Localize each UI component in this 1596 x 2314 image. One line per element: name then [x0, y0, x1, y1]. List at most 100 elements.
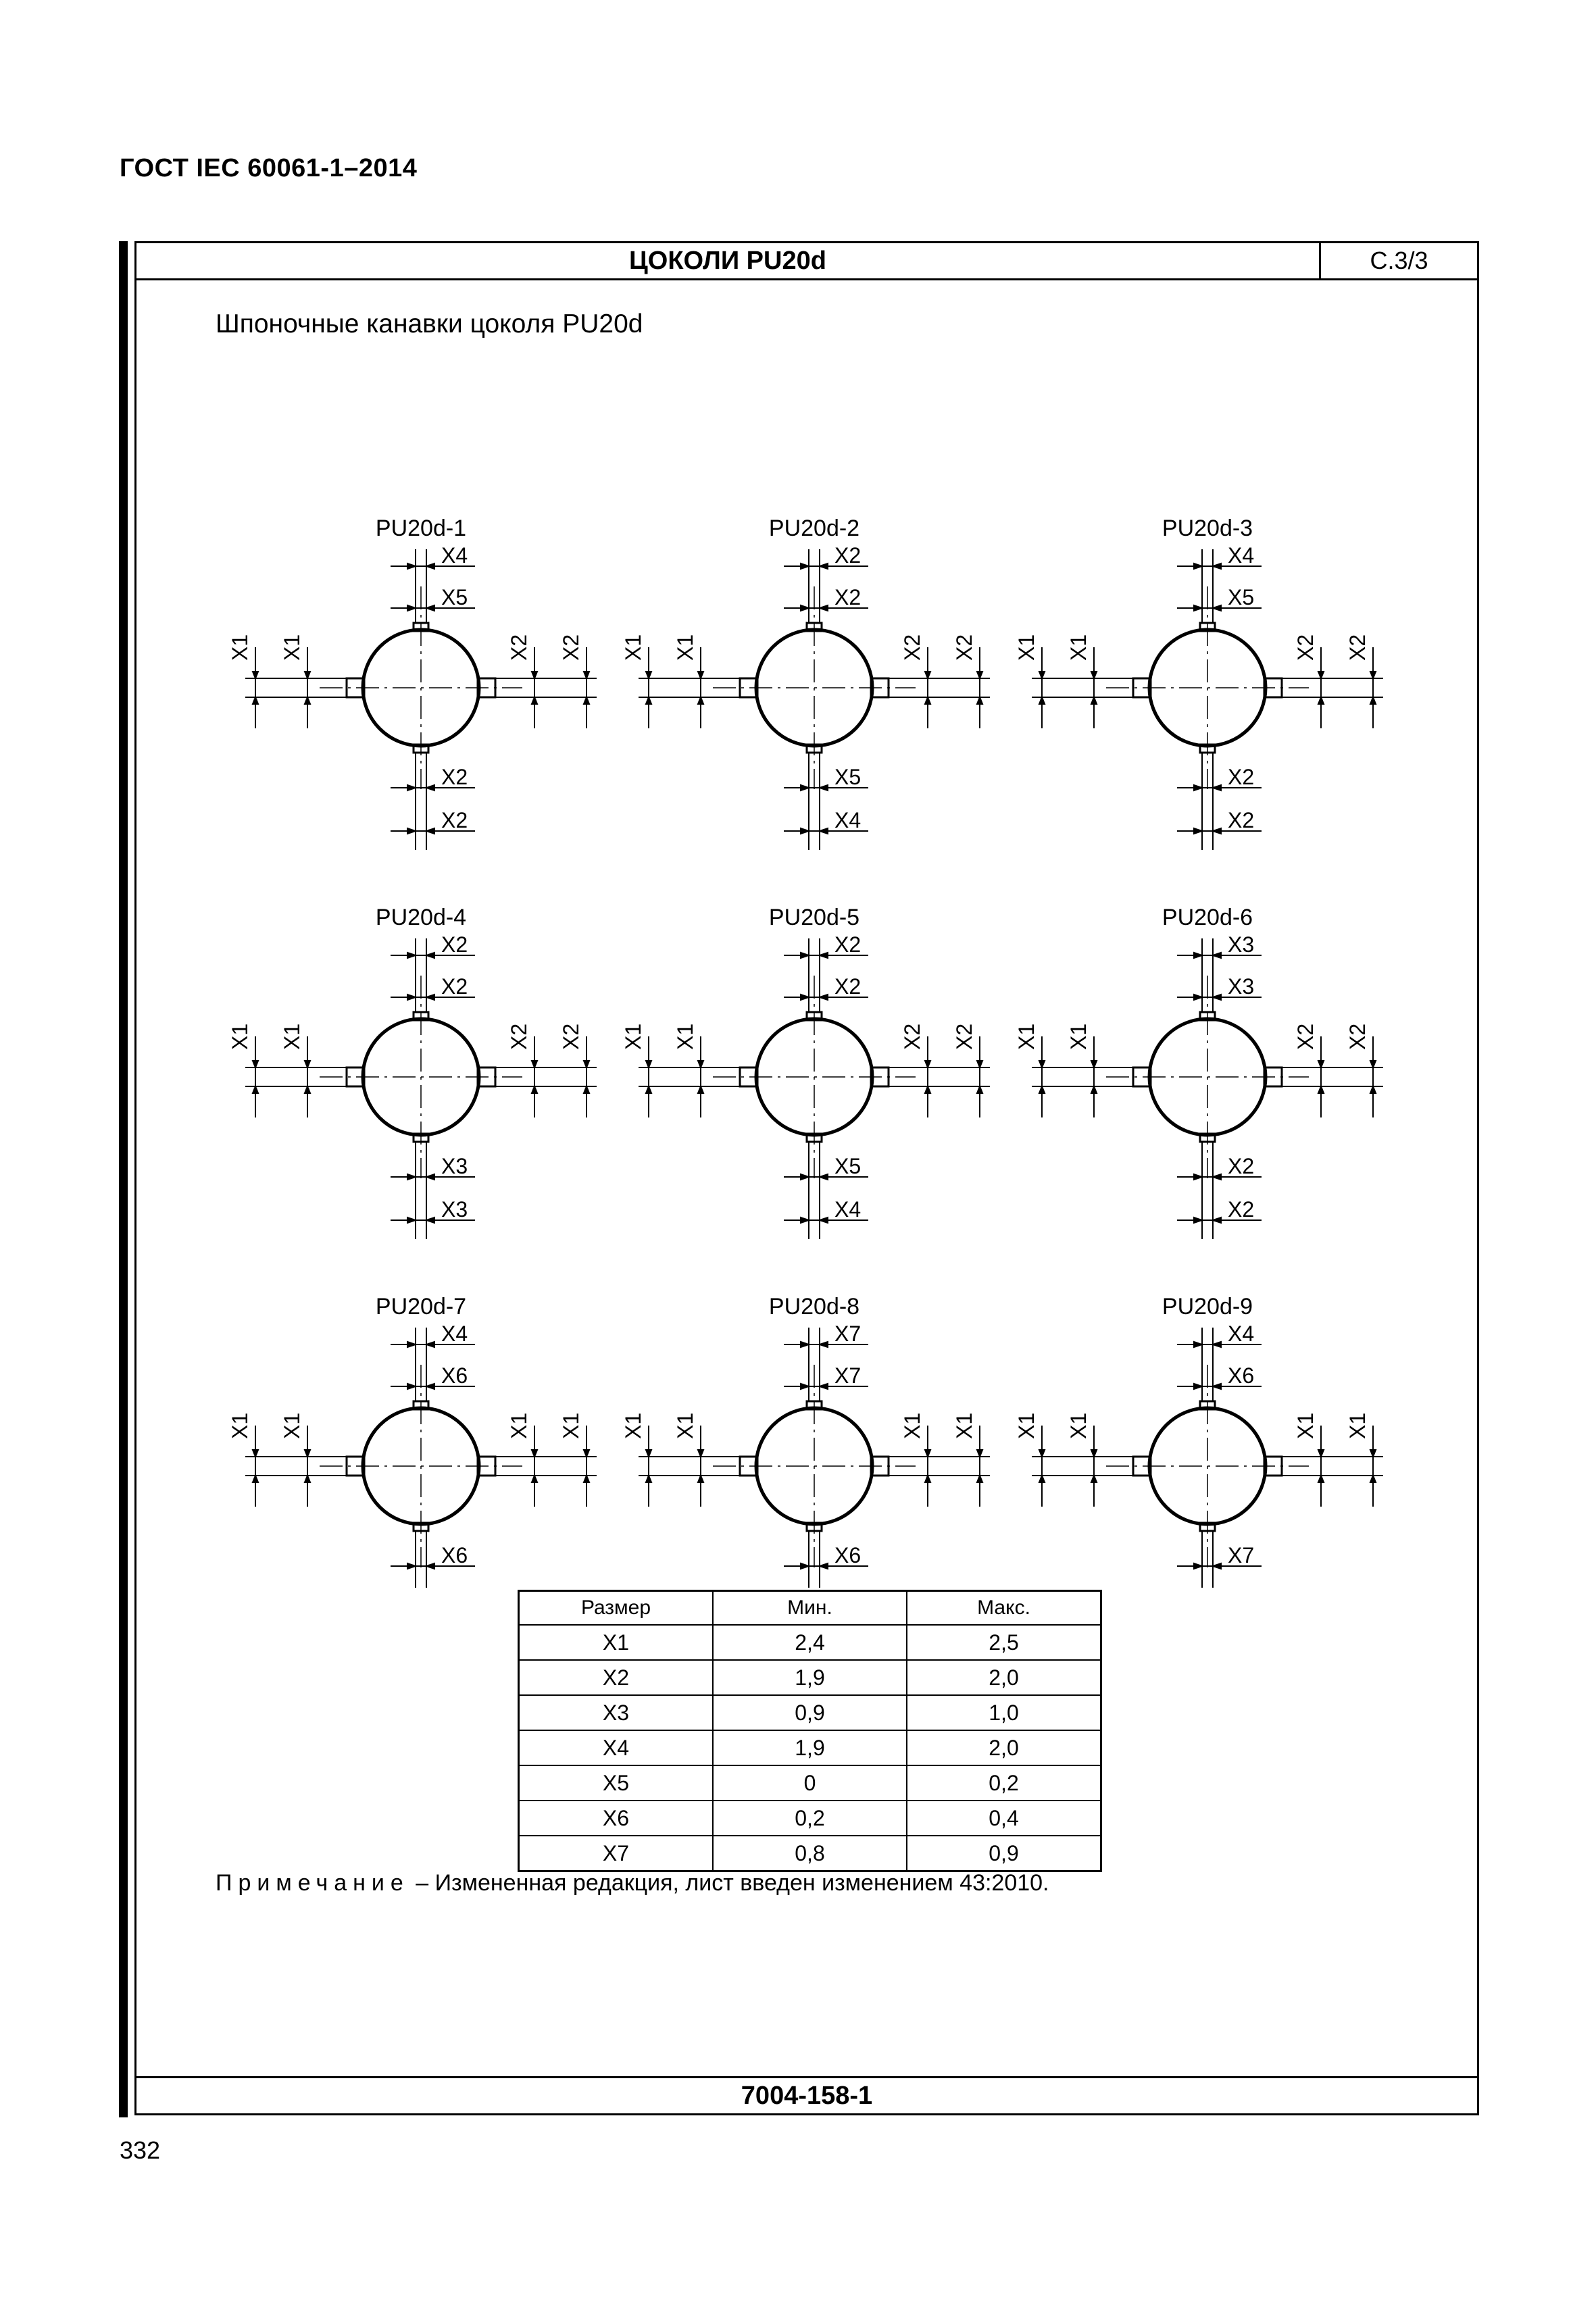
dimension-label: X2 [441, 808, 468, 832]
keyway-left [345, 677, 366, 699]
document-header: ГОСТ IEC 60061-1–2014 [120, 154, 418, 182]
arrow-icon [407, 1382, 418, 1390]
dimension-label: X2 [900, 634, 924, 661]
cell-min: 0,8 [712, 1835, 907, 1872]
title-row: ЦОКОЛИ PU20d С.3/3 [136, 243, 1477, 280]
arrow-icon [976, 1449, 984, 1459]
page-number: 332 [120, 2136, 161, 2164]
cell-max: 1,0 [906, 1694, 1102, 1731]
cell-max: 0,2 [906, 1765, 1102, 1801]
arrow-icon [407, 1562, 418, 1570]
keyway-bottom [1199, 743, 1216, 754]
keyway-right [870, 1455, 890, 1477]
arrow-icon [1090, 695, 1098, 705]
arrow-icon [924, 1474, 932, 1483]
dimensions-table: Размер Мин. Макс. X1 2,4 2,5 X2 1,9 2,0 … [518, 1590, 1102, 1872]
dimension-label: X7 [834, 1322, 861, 1346]
arrow-icon [817, 827, 828, 835]
dimension-label: X2 [559, 634, 583, 661]
cell-max: 0,4 [906, 1800, 1102, 1836]
arrow-icon [1090, 1084, 1098, 1094]
dimension-label: X4 [441, 1586, 468, 1588]
table-row: X4 1,9 2,0 [518, 1730, 1102, 1766]
arrow-icon [1193, 1340, 1205, 1349]
table-row: X7 0,8 0,9 [518, 1835, 1102, 1872]
dimension-label: X4 [834, 1586, 861, 1588]
arrow-icon [800, 993, 812, 1001]
keyway-right [476, 1455, 497, 1477]
arrow-icon [424, 1562, 435, 1570]
header-size: Размер [518, 1590, 714, 1626]
arrow-icon [303, 695, 311, 705]
arrow-icon [1193, 1173, 1205, 1181]
dimension-label: X2 [1228, 1197, 1254, 1222]
arrow-icon [1210, 827, 1222, 835]
arrow-icon [817, 784, 828, 792]
arrow-icon [251, 1060, 259, 1070]
sheet-frame: ЦОКОЛИ PU20d С.3/3 Шпоночные канавки цок… [134, 241, 1479, 2115]
arrow-icon [697, 671, 705, 680]
diagram-title: PU20d-3 [1162, 515, 1253, 541]
cell-size: X1 [518, 1624, 714, 1661]
arrow-icon [976, 1084, 984, 1094]
arrow-icon [645, 1060, 653, 1070]
keyway-top [805, 1400, 823, 1411]
keyway-right [870, 1066, 890, 1088]
arrow-icon [817, 1216, 828, 1224]
arrow-icon [645, 1084, 653, 1094]
arrow-icon [303, 1060, 311, 1070]
arrow-icon [303, 671, 311, 680]
arrow-icon [697, 1449, 705, 1459]
dimension-label: X5 [1228, 585, 1254, 609]
dimension-label: X6 [441, 1543, 468, 1567]
dimension-label: X1 [673, 1024, 697, 1050]
arrow-icon [1210, 1562, 1222, 1570]
arrow-icon [530, 671, 539, 680]
arrow-icon [1038, 1060, 1046, 1070]
dimension-label: X2 [1345, 1024, 1370, 1050]
dimension-label: X3 [1228, 974, 1254, 999]
arrow-icon [1369, 671, 1377, 680]
arrow-icon [251, 671, 259, 680]
dimension-label: X1 [621, 1024, 645, 1050]
arrow-icon [251, 1449, 259, 1459]
dimension-label: X7 [1228, 1586, 1254, 1588]
keyway-left [345, 1455, 366, 1477]
arrow-icon [582, 1060, 591, 1070]
keyway-top [412, 1400, 430, 1411]
arrow-icon [303, 1474, 311, 1483]
cell-max: 2,0 [906, 1659, 1102, 1696]
arrow-icon [645, 1474, 653, 1483]
dimension-label: X2 [834, 932, 861, 957]
keyway-right [1263, 1066, 1283, 1088]
dimension-label: X1 [1066, 1024, 1091, 1050]
arrow-icon [645, 695, 653, 705]
dimension-label: X5 [834, 1154, 861, 1178]
dimension-label: X2 [1293, 634, 1318, 661]
dimension-label: X7 [834, 1363, 861, 1388]
dimension-label: X2 [507, 634, 531, 661]
dimension-label: X2 [952, 1024, 976, 1050]
arrow-icon [800, 1173, 812, 1181]
arrow-icon [800, 827, 812, 835]
diagram-title: PU20d-4 [376, 905, 466, 930]
keyway-diagram: PU20d-8X1X1X1X1X7X7X6X4 [621, 1294, 990, 1588]
arrow-icon [1038, 695, 1046, 705]
arrow-icon [1038, 1474, 1046, 1483]
arrow-icon [817, 1173, 828, 1181]
dimension-label: X2 [834, 543, 861, 568]
arrow-icon [424, 1216, 435, 1224]
arrow-icon [1317, 1474, 1325, 1483]
dimension-label: X2 [507, 1024, 531, 1050]
arrow-icon [1038, 1084, 1046, 1094]
arrow-icon [1210, 993, 1222, 1001]
note-label: Примечание [216, 1870, 409, 1896]
keyway-top [1199, 1011, 1216, 1022]
arrow-icon [424, 604, 435, 612]
arrow-icon [251, 1474, 259, 1483]
arrow-icon [1317, 1060, 1325, 1070]
dimension-label: X1 [1345, 1413, 1370, 1439]
diagram-title: PU20d-2 [769, 515, 859, 541]
arrow-icon [303, 1449, 311, 1459]
